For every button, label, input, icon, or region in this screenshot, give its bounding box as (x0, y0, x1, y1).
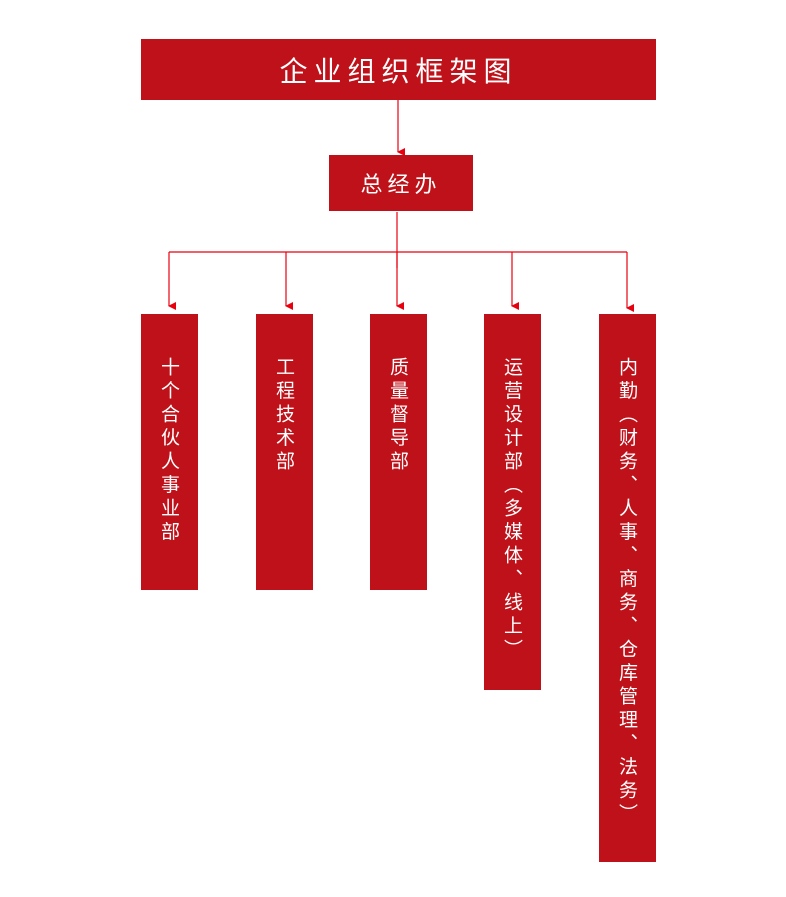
dept-box-partners: 十个合伙人事业部 (141, 314, 198, 590)
dept-box-engineering: 工程技术部 (256, 314, 313, 590)
head-office-label: 总经办 (360, 173, 442, 198)
dept-label: 工程技术部 (273, 357, 295, 475)
dept-label: 运营设计部（多媒体、线上） (501, 357, 523, 663)
chart-title-text: 企业组织框架图 (279, 54, 518, 88)
dept-box-admin: 内勤（财务、人事、商务、仓库管理、法务） (599, 314, 656, 862)
dept-label: 十个合伙人事业部 (158, 357, 180, 545)
dept-label: 质量督导部 (387, 357, 409, 475)
dept-box-quality: 质量督导部 (370, 314, 427, 590)
head-office-box: 总经办 (329, 155, 473, 211)
chart-title: 企业组织框架图 (141, 39, 656, 100)
dept-label: 内勤（财务、人事、商务、仓库管理、法务） (616, 357, 638, 827)
dept-box-operations: 运营设计部（多媒体、线上） (484, 314, 541, 690)
